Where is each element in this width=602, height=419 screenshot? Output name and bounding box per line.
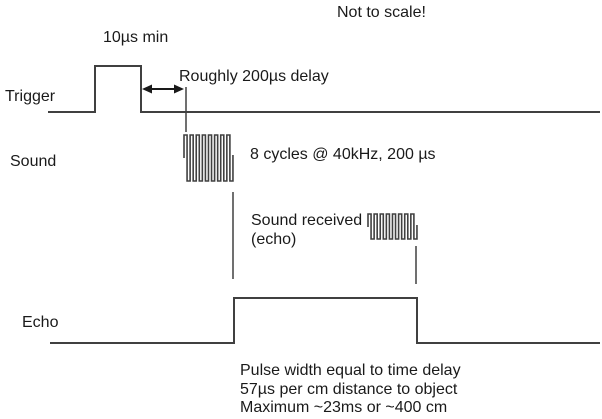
echo-note-line3: Maximum ~23ms or ~400 cm xyxy=(240,399,448,416)
not-to-scale-note: Not to scale! xyxy=(337,4,426,21)
sound-burst-label: 8 cycles @ 40kHz, 200 µs xyxy=(250,146,436,163)
sound-received-label-line2: (echo) xyxy=(251,231,297,248)
trigger-signal-label: Trigger xyxy=(5,88,56,105)
trigger-pulse-width-label: 10µs min xyxy=(103,29,169,46)
echo-pulse-notes: Pulse width equal to time delay 57µs per… xyxy=(240,362,560,418)
echo-note-line1: Pulse width equal to time delay xyxy=(240,362,461,379)
delay-arrow-left-head-icon xyxy=(142,84,152,94)
echo-signal-label: Echo xyxy=(22,314,59,331)
delay-label: Roughly 200µs delay xyxy=(179,68,329,85)
sound-signal-label: Sound xyxy=(10,153,57,170)
trigger-waveform xyxy=(48,65,600,113)
echo-note-line2: 57µs per cm distance to object xyxy=(240,380,458,398)
echo-waveform xyxy=(50,297,600,344)
sound-received-label-line1: Sound received xyxy=(251,212,363,229)
delay-arrow-right-head-icon xyxy=(174,84,184,94)
sound-received-burst xyxy=(367,213,418,240)
sound-transmit-burst xyxy=(183,134,234,182)
sound-received-label: Sound received (echo) xyxy=(251,211,362,249)
